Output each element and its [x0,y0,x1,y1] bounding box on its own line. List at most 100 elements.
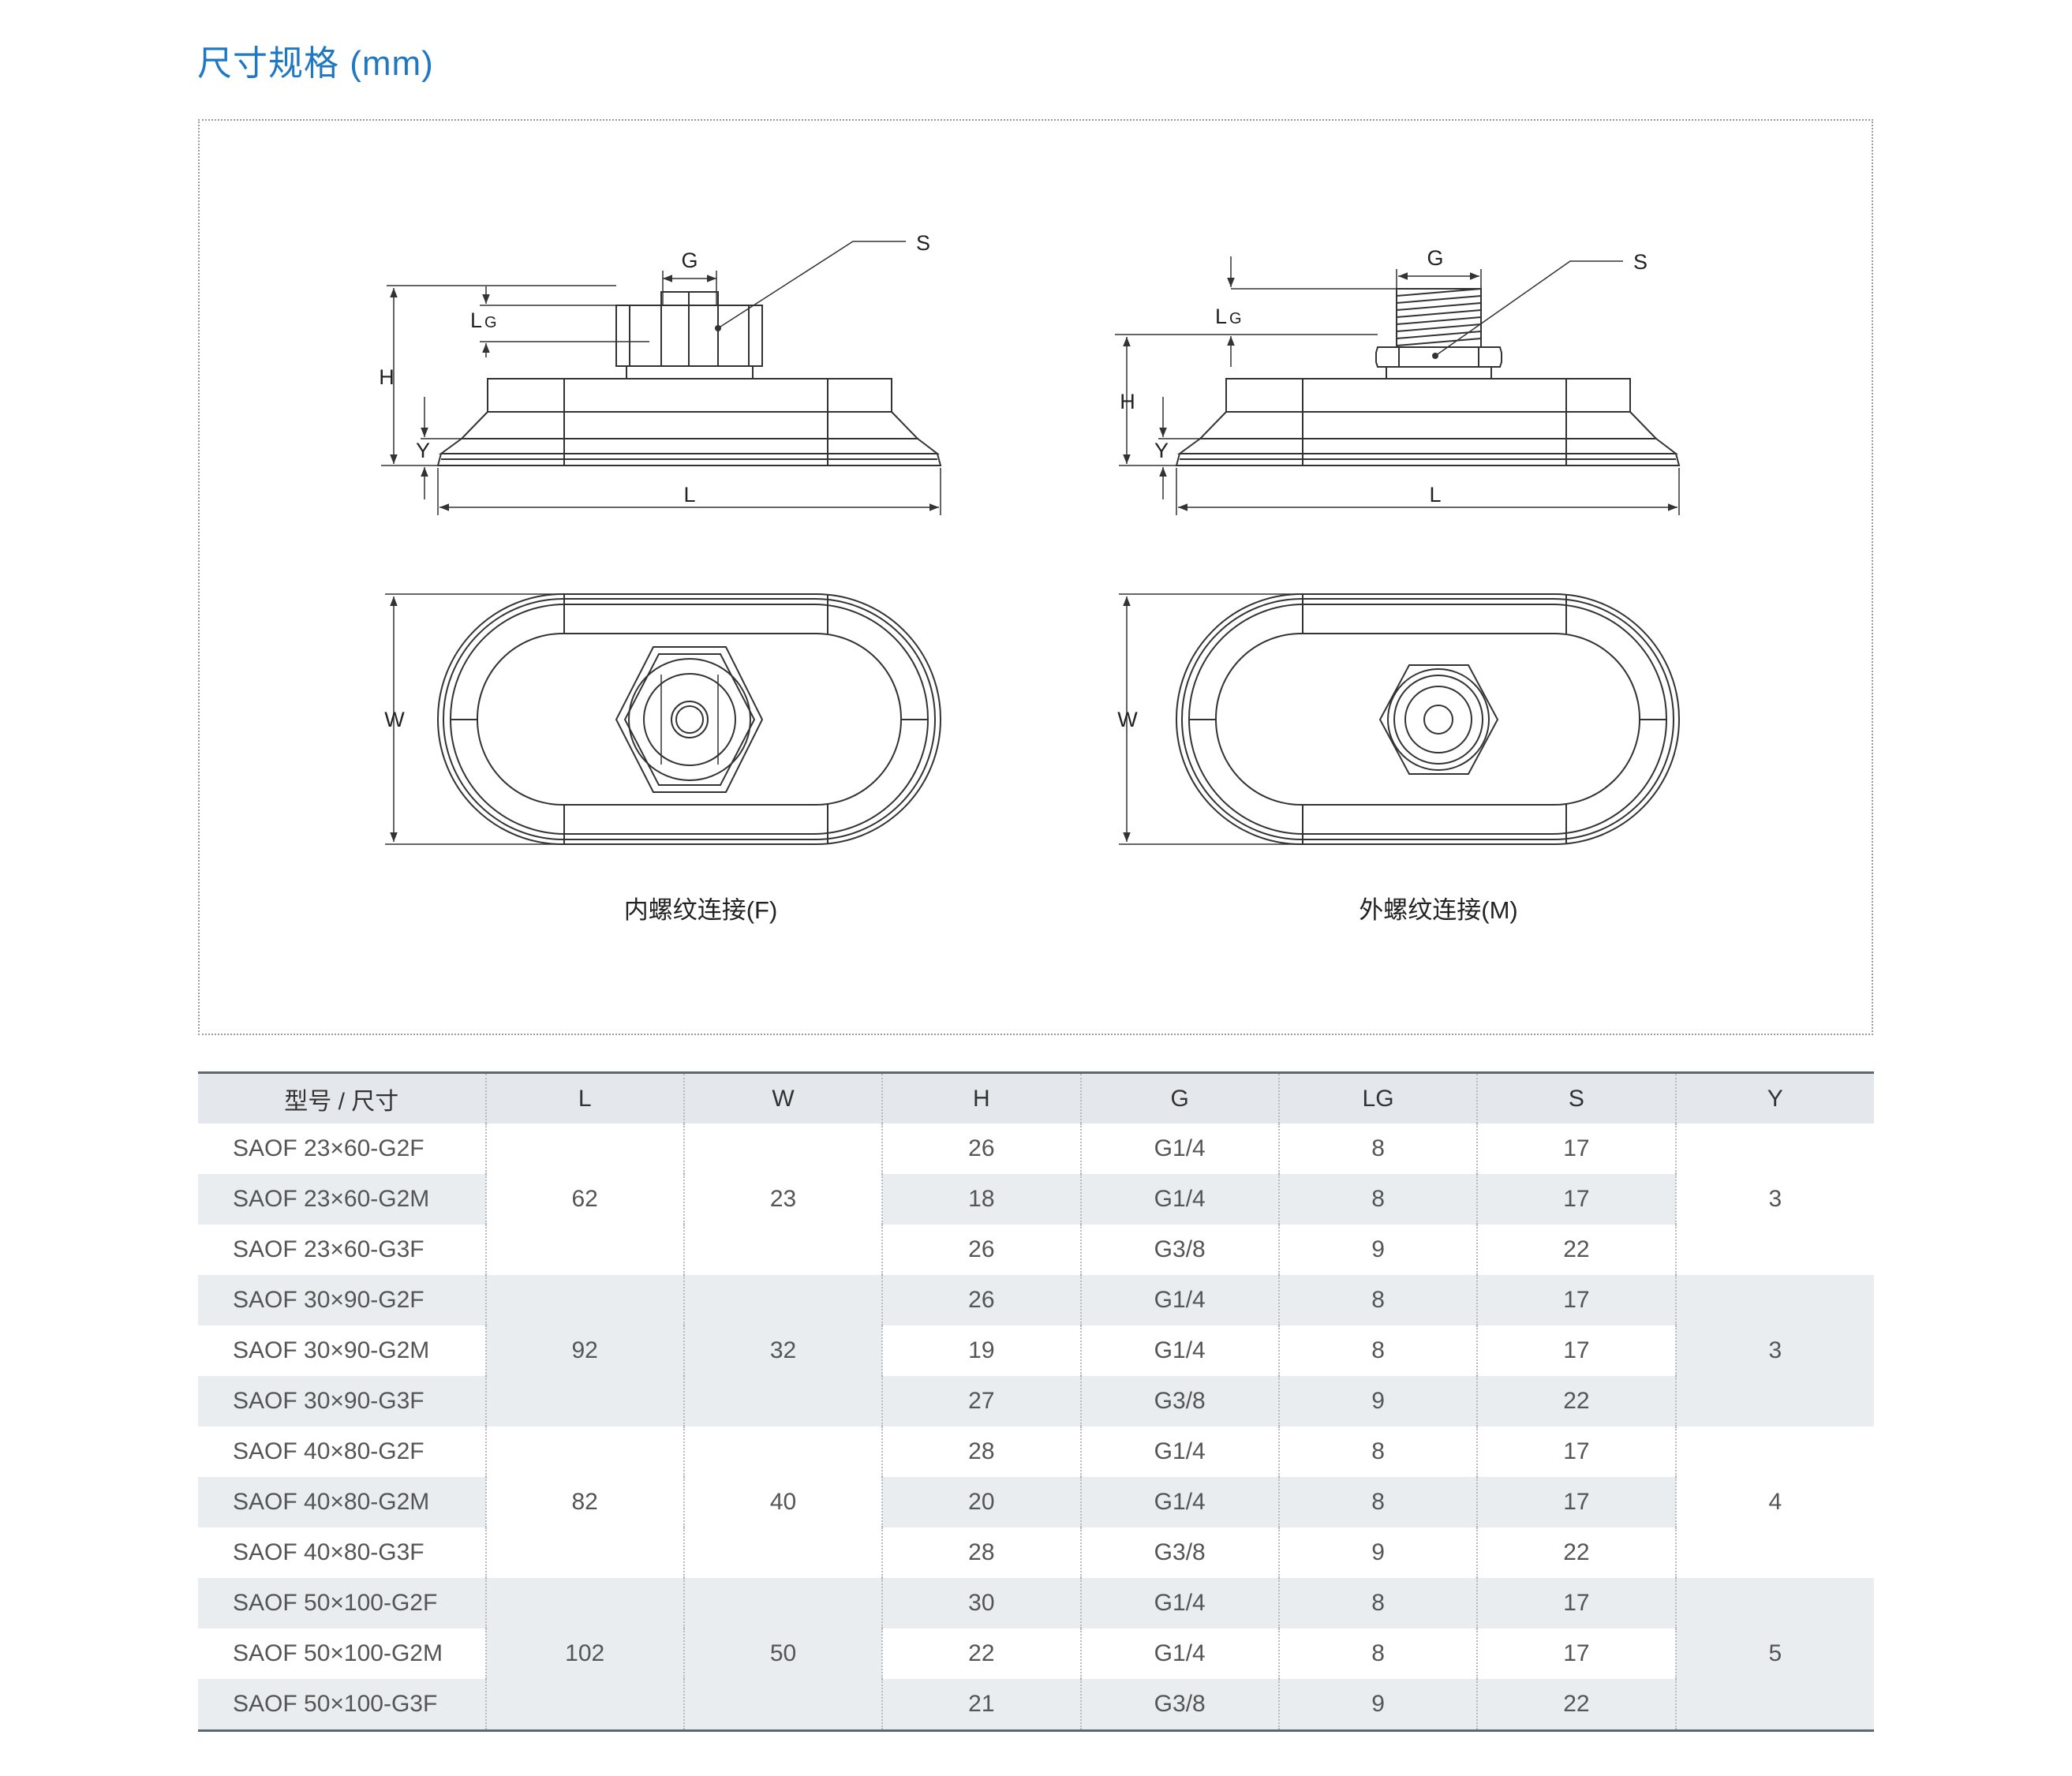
header-s: S [1476,1072,1676,1124]
lg-cell: 8 [1277,1477,1478,1527]
table-row: SAOF 40×80-G2M 20 G1/4 8 17 [198,1477,1874,1527]
model-cell: SAOF 30×90-G2M [233,1337,430,1363]
lg-cell: 9 [1277,1527,1478,1578]
s-cell: 22 [1476,1527,1676,1578]
s-cell: 17 [1476,1477,1676,1527]
right-g-label: G [1427,246,1443,270]
h-cell: 28 [881,1426,1081,1477]
model-cell: SAOF 50×100-G2M [233,1640,443,1666]
l-cell: 82 [484,1426,684,1578]
header-l: L [484,1072,684,1124]
s-cell: 17 [1476,1325,1676,1376]
g-cell: G3/8 [1079,1527,1279,1578]
right-l-label: L [1429,483,1441,507]
w-cell: 23 [683,1124,883,1275]
page-title: 尺寸规格 (mm) [197,44,434,83]
y-cell: 5 [1674,1578,1874,1731]
left-w-label: W [384,708,405,731]
table-row: SAOF 23×60-G2M 18 G1/4 8 17 [198,1174,1874,1225]
w-cell: 50 [683,1578,883,1731]
model-cell: SAOF 23×60-G3F [233,1236,424,1262]
header-h: H [881,1072,1081,1124]
header-g: G [1079,1072,1279,1124]
h-cell: 30 [881,1578,1081,1628]
s-cell: 17 [1476,1578,1676,1628]
l-cell: 62 [484,1124,684,1275]
lg-cell: 8 [1277,1174,1478,1225]
right-top-view [1119,593,1680,845]
lg-cell: 8 [1277,1426,1478,1477]
g-cell: G3/8 [1079,1225,1279,1275]
right-lg-label-sub: G [1229,310,1242,327]
table-row: SAOF 30×90-G2F 92 32 26 G1/4 8 17 3 [198,1275,1874,1426]
lg-cell: 9 [1277,1679,1478,1731]
table-row: SAOF 30×90-G3F 27 G3/8 9 22 [198,1376,1874,1426]
right-lg-label-main: L [1215,305,1227,328]
g-cell: G1/4 [1079,1275,1279,1325]
lg-cell: 8 [1277,1275,1478,1325]
right-side-view [1115,256,1681,515]
w-cell: 40 [683,1426,883,1578]
header-w: W [683,1072,883,1124]
h-cell: 26 [881,1225,1081,1275]
model-cell: SAOF 50×100-G2F [198,1578,486,1628]
left-h-label: H [379,365,395,389]
right-s-label: S [1633,250,1648,274]
table-row: SAOF 40×80-G2F 82 40 28 G1/4 8 17 4 [198,1426,1874,1578]
l-cell: 92 [484,1275,684,1426]
h-cell: 27 [881,1376,1081,1426]
spec-table: 型号 / 尺寸 L W H G LG S Y SAOF 23×60-G2F 62… [198,1071,1874,1732]
left-g-label: G [681,249,698,272]
s-cell: 17 [1476,1628,1676,1679]
left-lg-label-main: L [470,308,482,332]
y-cell: 3 [1674,1275,1874,1426]
table-row: SAOF 30×90-G2M 19 G1/4 8 17 [198,1325,1874,1376]
model-cell: SAOF 50×100-G3F [198,1679,486,1731]
technical-drawing-frame: G S L G H Y L W G S L G H Y L W 内螺纹连接(F)… [198,119,1873,1035]
right-h-label: H [1120,390,1135,413]
left-y-label: Y [416,439,430,462]
table-row: SAOF 50×100-G3F 21 G3/8 9 22 [198,1679,1874,1731]
lg-cell: 9 [1277,1376,1478,1426]
s-cell: 17 [1476,1174,1676,1225]
left-side-view [381,241,942,515]
g-cell: G1/4 [1079,1578,1279,1628]
g-cell: G1/4 [1079,1325,1279,1376]
h-cell: 19 [881,1325,1081,1376]
h-cell: 20 [881,1477,1081,1527]
header-model: 型号 / 尺寸 [198,1072,486,1124]
g-cell: G1/4 [1079,1628,1279,1679]
table-group: SAOF 23×60-G2F 62 23 26 G1/4 8 17 3 SAOF… [198,1124,1874,1275]
model-cell: SAOF 40×80-G2M [198,1477,486,1527]
s-cell: 17 [1476,1275,1676,1325]
h-cell: 26 [881,1275,1081,1325]
h-cell: 26 [881,1124,1081,1174]
s-cell: 17 [1476,1124,1676,1174]
w-cell: 32 [683,1275,883,1426]
table-group: SAOF 40×80-G2F 82 40 28 G1/4 8 17 4 SAOF… [198,1426,1874,1578]
left-top-view [385,593,941,845]
right-w-label: W [1117,708,1138,731]
table-group: SAOF 30×90-G2F 92 32 26 G1/4 8 17 3 SAOF… [198,1275,1874,1426]
g-cell: G1/4 [1079,1477,1279,1527]
s-cell: 17 [1476,1426,1676,1477]
left-lg-label-sub: G [484,314,497,331]
y-cell: 3 [1674,1124,1874,1275]
table-row: SAOF 50×100-G2F 102 50 30 G1/4 8 17 5 [198,1578,1874,1731]
s-cell: 22 [1476,1679,1676,1731]
right-view-caption: 外螺纹连接(M) [1359,896,1518,924]
table-row: SAOF 40×80-G3F 28 G3/8 9 22 [198,1527,1874,1578]
lg-cell: 8 [1277,1628,1478,1679]
g-cell: G1/4 [1079,1124,1279,1174]
l-cell: 102 [484,1578,684,1731]
table-header-row: 型号 / 尺寸 L W H G LG S Y [198,1072,1874,1124]
table-group: SAOF 50×100-G2F 102 50 30 G1/4 8 17 5 SA… [198,1578,1874,1731]
left-s-label: S [916,231,930,255]
g-cell: G3/8 [1079,1376,1279,1426]
h-cell: 22 [881,1628,1081,1679]
h-cell: 18 [881,1174,1081,1225]
h-cell: 28 [881,1527,1081,1578]
lg-cell: 9 [1277,1225,1478,1275]
model-cell: SAOF 23×60-G2M [198,1174,486,1225]
model-cell: SAOF 40×80-G3F [233,1539,424,1565]
